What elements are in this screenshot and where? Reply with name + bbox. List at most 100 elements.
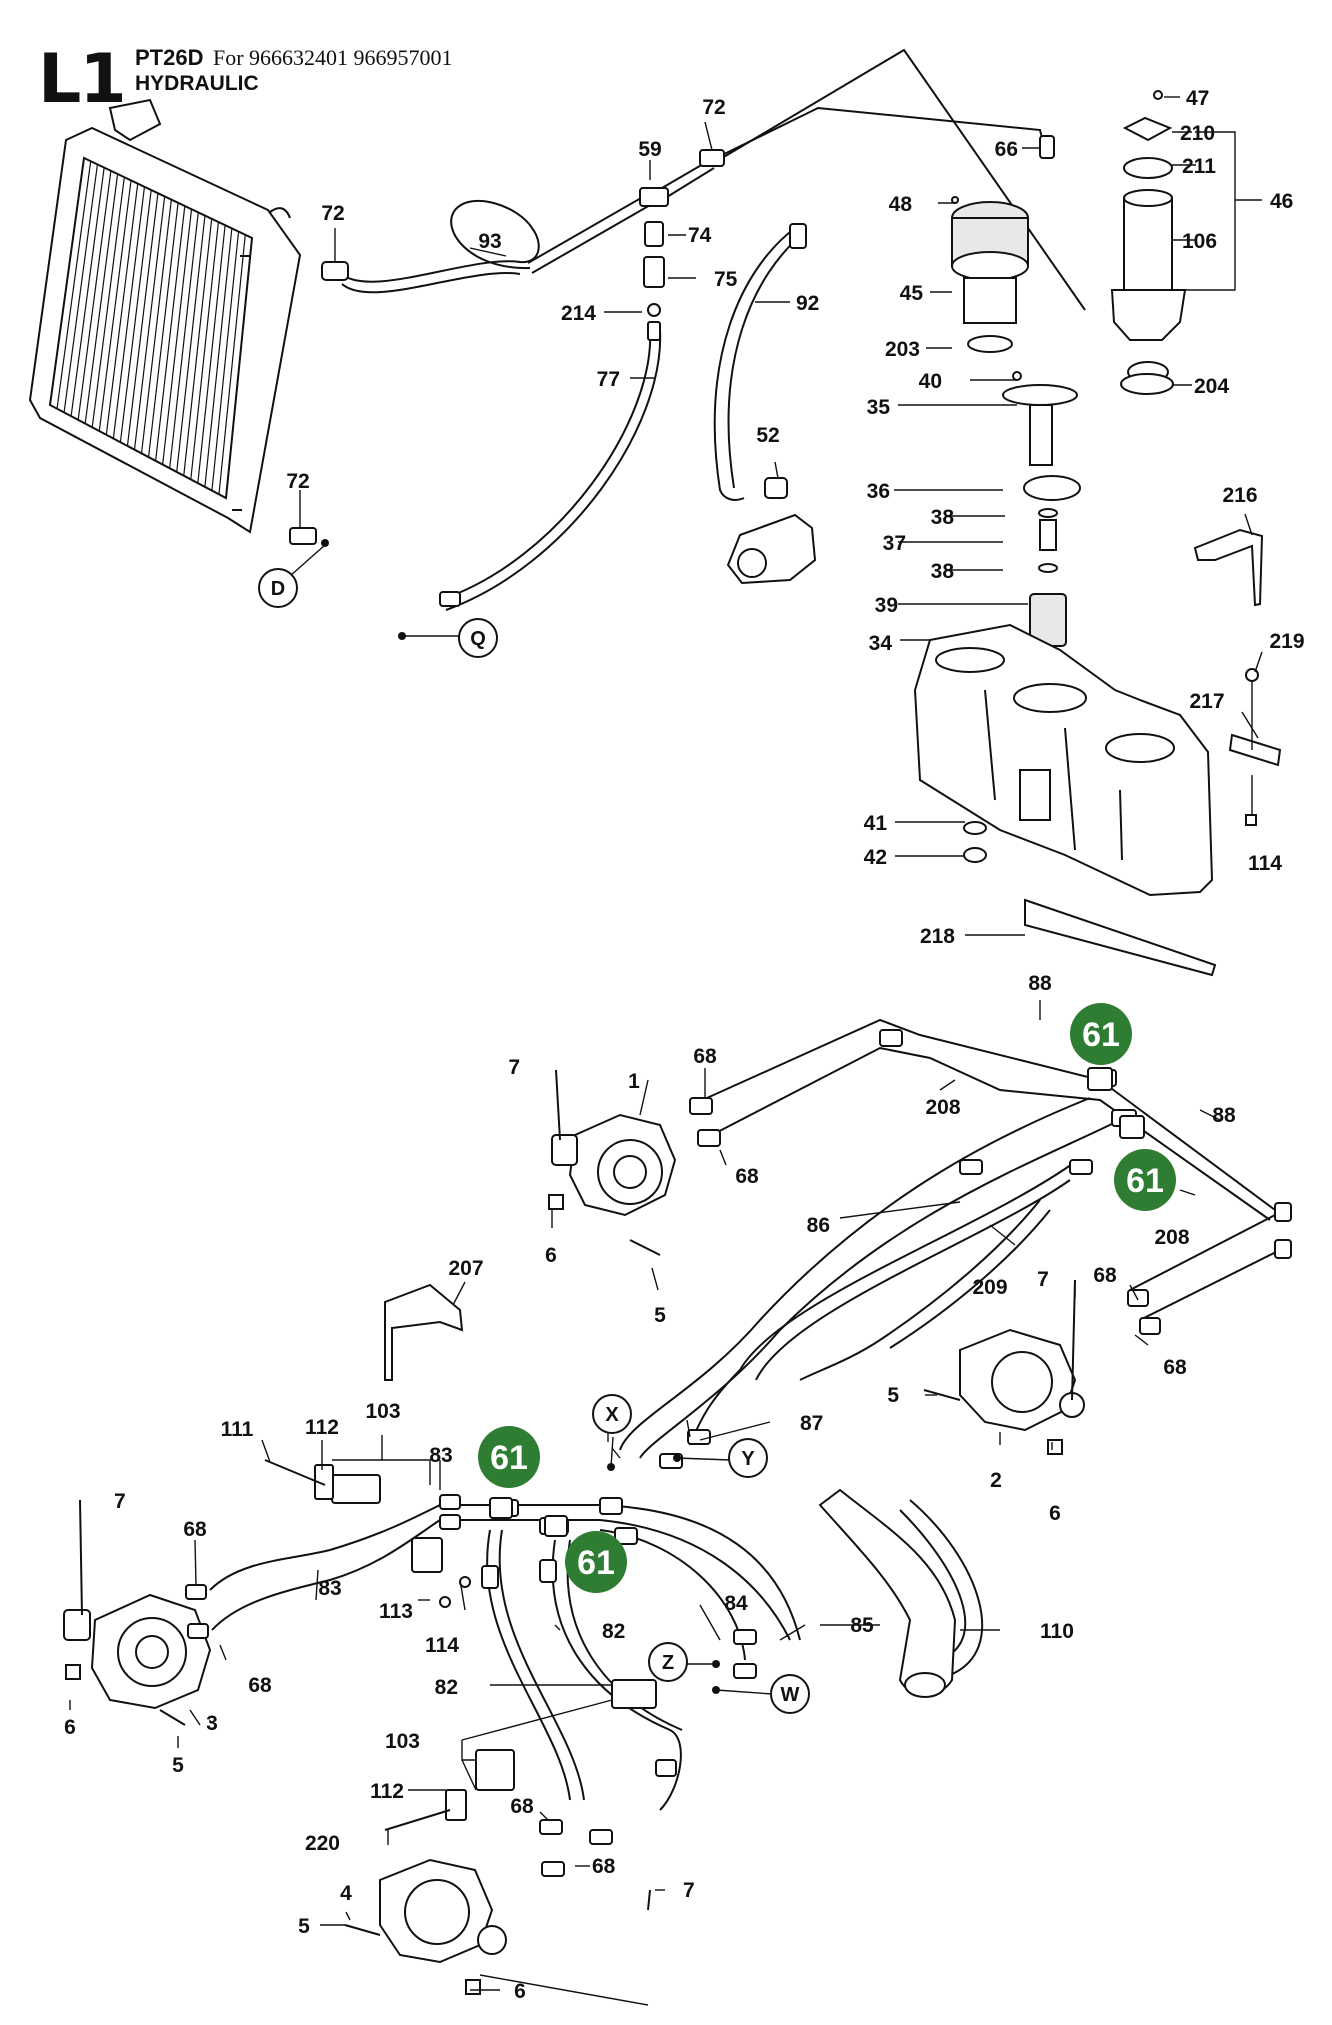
highlight-badge: 61 — [478, 1426, 540, 1488]
part-label: 2 — [990, 1469, 1002, 1492]
reference-connectors — [289, 539, 773, 1695]
cooler-fin — [211, 231, 240, 491]
cooler-fin — [176, 215, 206, 473]
part-label: 218 — [920, 925, 955, 948]
part-label: 68 — [735, 1165, 759, 1188]
motor-2[interactable] — [923, 1279, 1085, 1455]
cooler-fin — [155, 205, 186, 461]
part-label: 210 — [1180, 122, 1215, 145]
highlight-badge: 61 — [1114, 1149, 1176, 1211]
part-label: 219 — [1269, 630, 1304, 653]
cooler-fin — [147, 202, 179, 458]
highlighted-part-61[interactable]: 61 61 61 61 — [478, 1003, 1176, 1593]
cooler-fin — [169, 212, 199, 469]
part-label: 68 — [510, 1795, 534, 1818]
motor-4[interactable] — [344, 1858, 651, 1995]
part-label: 6 — [514, 1980, 526, 2003]
part-label: 85 — [850, 1614, 874, 1637]
return-hose-110[interactable] — [818, 1488, 957, 1698]
section-code: L1 — [38, 40, 127, 119]
part-label: 77 — [597, 368, 620, 391]
part-label: 74 — [688, 224, 712, 247]
part-label: 113 — [379, 1600, 413, 1623]
part-label: 211 — [1182, 155, 1216, 178]
part-label: 82 — [602, 1620, 625, 1643]
part-label: 84 — [724, 1592, 748, 1615]
cooler-fin — [70, 167, 105, 417]
part-label: 66 — [995, 138, 1018, 161]
part-label: 5 — [298, 1915, 310, 1938]
model-name: PT26D — [135, 45, 204, 70]
part-label: 5 — [172, 1754, 184, 1777]
part-label: 7 — [1037, 1268, 1049, 1291]
ref-circle-d: D — [258, 568, 298, 608]
motor-1[interactable] — [548, 1069, 677, 1256]
filter-assembly[interactable] — [951, 196, 1081, 647]
part-label: 36 — [867, 480, 890, 503]
part-label: 59 — [638, 138, 661, 161]
cooler-fin — [133, 196, 166, 450]
cooler-fin — [204, 228, 233, 487]
part-label: 68 — [248, 1674, 272, 1697]
part-label: 87 — [800, 1412, 823, 1435]
part-label: 7 — [508, 1056, 520, 1079]
part-label: 47 — [1186, 87, 1209, 110]
hydraulic-tank[interactable] — [913, 623, 1214, 897]
part-label: 83 — [429, 1444, 452, 1467]
cooler-fin — [190, 221, 219, 480]
part-label: 88 — [1212, 1104, 1236, 1127]
part-label: 41 — [864, 812, 888, 835]
part-label: 4 — [340, 1882, 352, 1905]
part-label: 72 — [702, 96, 725, 119]
clamps-lower[interactable] — [264, 1459, 657, 1831]
motor-3[interactable] — [63, 1499, 212, 1726]
part-label: 5 — [654, 1304, 666, 1327]
part-label: 34 — [869, 632, 893, 655]
cooler-fin — [218, 234, 246, 495]
part-label: 114 — [425, 1634, 459, 1657]
charge-pump[interactable] — [726, 477, 817, 585]
cooler-fin — [98, 180, 132, 432]
model-numbers: For 966632401 966957001 — [213, 45, 453, 70]
part-label: 92 — [796, 292, 819, 315]
upper-fittings[interactable] — [289, 135, 1055, 607]
cooler-fin — [63, 164, 99, 413]
part-label: 112 — [305, 1416, 339, 1439]
part-label: 103 — [365, 1400, 400, 1423]
part-label: 209 — [972, 1276, 1007, 1299]
part-labels: 72 59 74 75 214 77 72 93 92 52 72 66 48 … — [64, 87, 1304, 2003]
part-label: 83 — [318, 1577, 341, 1600]
part-label: 7 — [114, 1490, 126, 1513]
bracket-207[interactable] — [384, 1283, 464, 1381]
cooler-fin — [225, 237, 253, 499]
part-label: 72 — [286, 470, 309, 493]
part-label: 82 — [435, 1676, 458, 1699]
ref-circle-w: W — [770, 1674, 810, 1714]
ref-circle-q: Q — [458, 618, 498, 658]
cooler-fin — [56, 161, 92, 409]
part-label: 204 — [1194, 375, 1229, 398]
ref-letter: W — [781, 1684, 800, 1706]
ref-letter: X — [605, 1404, 619, 1426]
part-label: 114 — [1248, 852, 1282, 875]
part-label: 214 — [561, 302, 596, 325]
part-label: 207 — [448, 1257, 483, 1280]
part-label: 68 — [1163, 1356, 1187, 1379]
part-label: 68 — [183, 1518, 207, 1541]
part-label: 217 — [1189, 690, 1224, 713]
suction-filter[interactable] — [1110, 90, 1187, 395]
highlight-badge: 61 — [565, 1531, 627, 1593]
ref-circle-z: Z — [648, 1642, 688, 1682]
part-label: 106 — [1182, 230, 1217, 253]
cooler-fin — [91, 177, 125, 428]
ref-circle-x: X — [592, 1394, 632, 1434]
part-label: 6 — [545, 1244, 557, 1267]
cooler-fin — [77, 170, 112, 420]
brackets-right[interactable] — [1024, 528, 1282, 977]
oil-cooler[interactable] — [28, 98, 302, 534]
part-label: 86 — [807, 1214, 830, 1237]
part-label: 46 — [1270, 190, 1293, 213]
part-label: 48 — [889, 193, 913, 216]
upper-hoses[interactable] — [339, 48, 1086, 611]
ref-letter: D — [271, 578, 285, 600]
